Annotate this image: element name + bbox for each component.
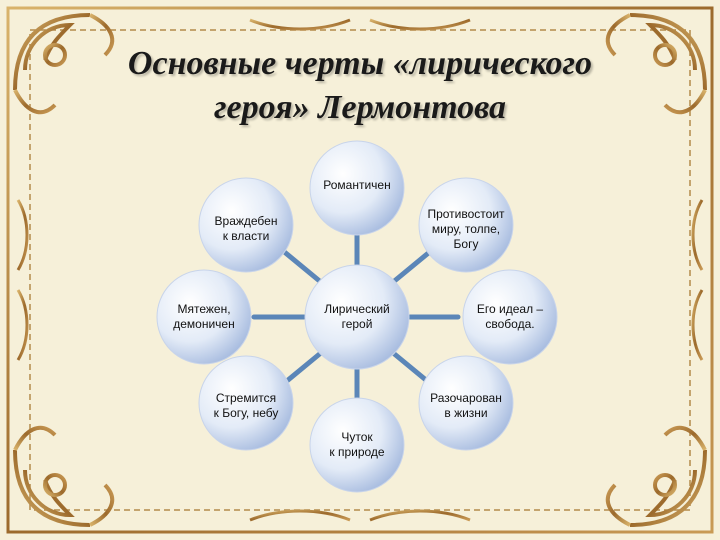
node-top [309, 140, 405, 236]
node-label-top-left: Враждебен к власти [214, 214, 278, 243]
node-right [462, 269, 558, 365]
node-left [156, 269, 252, 365]
corner-ornament-bottom-left [13, 425, 115, 527]
node-bottom-left [198, 355, 294, 451]
node-top-left [198, 177, 294, 273]
title-line-1: Основные черты «лирического [127, 45, 593, 82]
slide-title: Основные черты «лирического героя» Лермо… [60, 42, 660, 130]
side-ornaments [16, 18, 704, 522]
title-line-2: героя» Лермонтова [213, 89, 507, 126]
connector-bottom-left [279, 349, 325, 388]
connector-top-right [389, 247, 435, 286]
connector-top-left [279, 247, 325, 286]
node-label-top-right: Противостоит миру, толпе, Богу [427, 207, 505, 251]
node-label-center: Лирический герой [324, 302, 390, 331]
corner-ornament-top-left [13, 13, 115, 115]
node-label-bottom-left: Стремится к Богу, небу [213, 391, 279, 420]
node-label-left: Мятежен, демоничен [173, 302, 235, 331]
node-top-right [418, 177, 514, 273]
node-label-right: Его идеал – свобода. [476, 302, 544, 331]
node-label-bottom-right: Разочарован в жизни [430, 391, 502, 420]
corner-ornament-bottom-right [605, 425, 707, 527]
node-bottom-right [418, 355, 514, 451]
node-label-bottom: Чуток к природе [329, 430, 385, 459]
node-center [304, 264, 410, 370]
node-bottom [309, 397, 405, 493]
node-label-top: Романтичен [323, 178, 391, 192]
corner-ornament-top-right [605, 13, 707, 115]
